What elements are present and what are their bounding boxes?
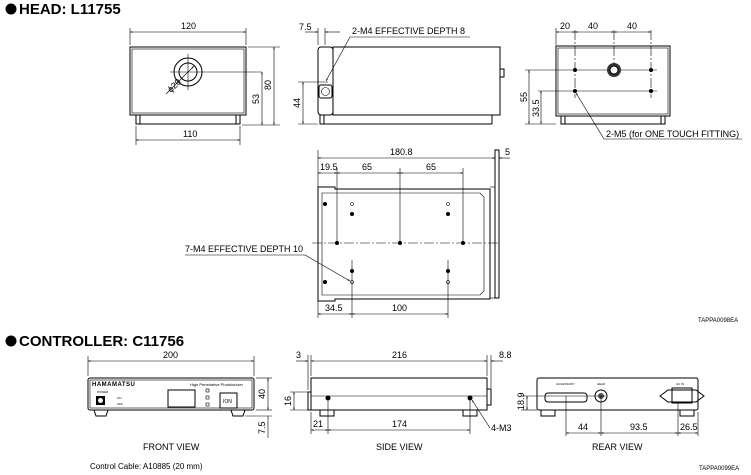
dim-19-5: 19.5 (320, 162, 338, 172)
controller-front-ion: ION (223, 399, 232, 405)
dim-93-5: 93.5 (630, 422, 648, 432)
dim-center-height: 53 (251, 94, 261, 104)
dim-foot-width: 110 (183, 129, 197, 139)
dim-216: 216 (392, 350, 407, 360)
dim-5: 5 (505, 147, 510, 157)
note-m5: 2-M5 (for ONE TOUCH FITTING) (606, 129, 739, 139)
dim-65a: 65 (362, 162, 372, 172)
front-view-label: FRONT VIEW (143, 442, 200, 452)
dim-16: 16 (283, 396, 293, 406)
bullet-icon (5, 3, 17, 15)
dim-offset: 7.5 (299, 22, 312, 32)
controller-rear-head: HEAD (597, 382, 606, 386)
dim-40: 40 (257, 389, 267, 399)
rear-view-label: REAR VIEW (592, 442, 643, 452)
controller-drawing-code: TAPPA0099EA (699, 466, 739, 472)
dim-180-8: 180.8 (390, 147, 413, 157)
head-rear-view: 20 40 40 55 33.5 2-M5 (for ONE TOUCH FIT… (519, 21, 742, 140)
dim-8-8: 8.8 (499, 350, 512, 360)
controller-rear-ac: AC IN (676, 382, 684, 386)
head-bottom-view: 180.8 5 19.5 65 65 34.5 100 7-M4 EFFECTI… (185, 147, 510, 318)
dim-rear-55: 55 (519, 92, 529, 102)
controller-rear-accessory: ACCESSORY (556, 382, 575, 386)
controller-front-on: ON (117, 396, 122, 400)
head-front-view: ϕ20 120 80 53 110 (129, 21, 280, 145)
dim-26-5: 26.5 (680, 422, 698, 432)
dim-side-height: 44 (292, 98, 302, 108)
controller-front-power: POWER (97, 390, 109, 394)
controller-side-view: 3 216 8.8 16 21 174 4-M3 SIDE VIEW (283, 350, 512, 452)
dim-174: 174 (392, 419, 407, 429)
dim-rear-40a: 40 (588, 21, 598, 31)
controller-front-view: HAMAMATSU High Penetrative Photoionizer … (87, 350, 272, 452)
dim-21: 21 (313, 419, 323, 429)
dim-7-5: 7.5 (257, 421, 267, 434)
dim-100: 100 (392, 303, 407, 313)
head-drawing-code: TAPPA0098EA (698, 318, 738, 324)
controller-front-off: OFF (117, 402, 123, 406)
dim-3: 3 (296, 350, 301, 360)
dim-rear-20: 20 (560, 21, 570, 31)
note-4-m3: 4-M3 (491, 423, 512, 433)
dim-width: 120 (181, 21, 196, 31)
controller-front-brand: HAMAMATSU (92, 382, 135, 388)
note-m4-depth10: 7-M4 EFFECTIVE DEPTH 10 (185, 244, 303, 254)
dim-rear-33-5: 33.5 (531, 99, 541, 117)
dim-44: 44 (578, 422, 588, 432)
head-title: HEAD: L11755 (19, 1, 121, 18)
dim-65b: 65 (426, 162, 436, 172)
side-view-label: SIDE VIEW (376, 442, 423, 452)
dim-rear-40b: 40 (627, 21, 637, 31)
dim-34-5: 34.5 (325, 303, 343, 313)
dim-200: 200 (163, 350, 178, 360)
dim-18-9: 18.9 (516, 392, 526, 410)
head-side-view: 7.5 44 2-M4 EFFECTIVE DEPTH 8 (292, 22, 505, 125)
bullet-icon (5, 335, 17, 347)
controller-rear-view: ACCESSORY HEAD AC IN 18.9 44 93.5 26.5 R… (516, 377, 705, 452)
controller-front-product: High Penetrative Photoionizer (190, 382, 244, 387)
control-cable-note: Control Cable: A10885 (20 mm) (90, 462, 203, 471)
note-m4-depth8: 2-M4 EFFECTIVE DEPTH 8 (352, 26, 465, 36)
controller-title: CONTROLLER: C11756 (19, 333, 184, 350)
dim-height: 80 (263, 80, 273, 90)
